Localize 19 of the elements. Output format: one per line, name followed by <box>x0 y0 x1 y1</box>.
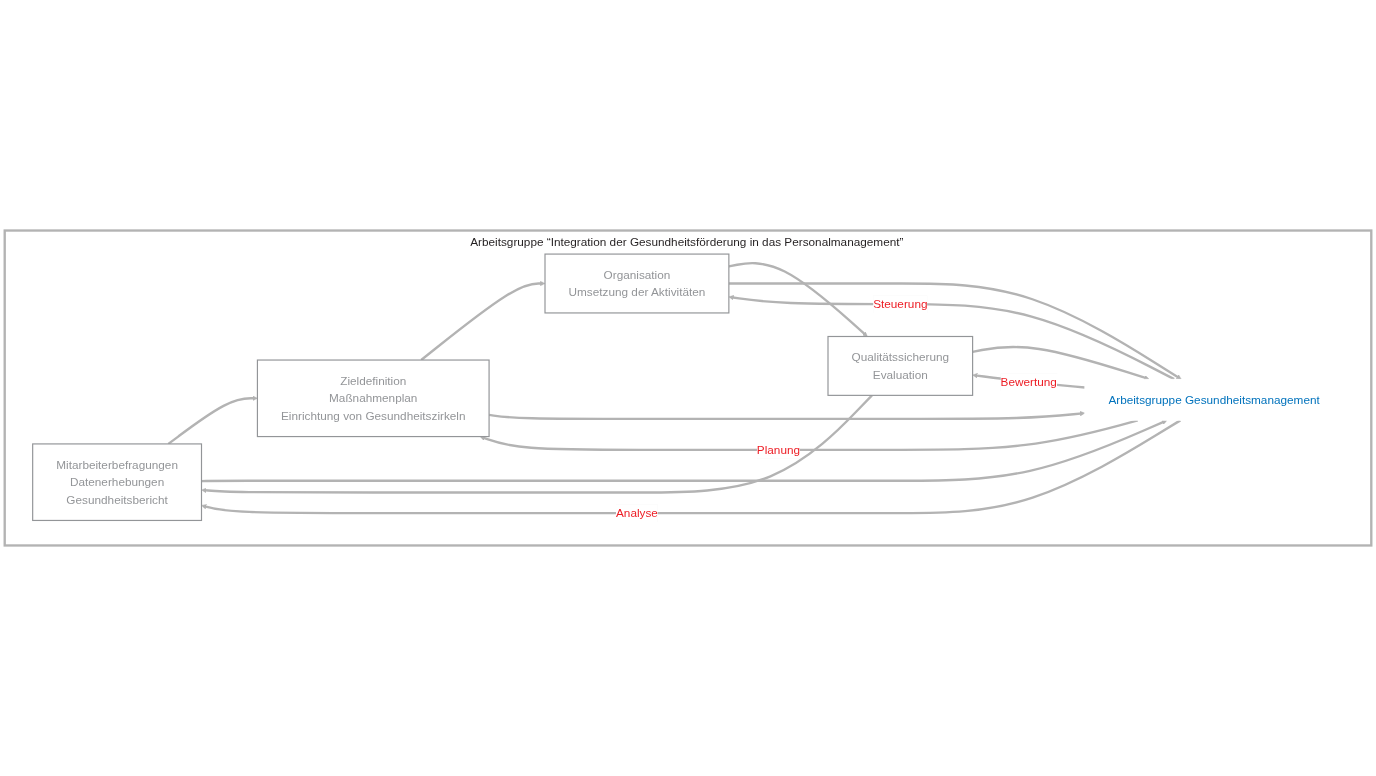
node-text: Arbeitsgruppe Gesundheitsmanagement <box>1108 393 1320 407</box>
arrow <box>479 419 1139 451</box>
edge-label: Planung <box>756 443 801 457</box>
arrow <box>167 395 258 445</box>
node-box <box>544 253 730 314</box>
edge-label: Steuerung <box>873 297 928 311</box>
arrow <box>201 419 1181 515</box>
node-box <box>256 359 490 438</box>
arrow <box>201 394 873 494</box>
arrow <box>972 345 1150 381</box>
arrow <box>201 419 1168 483</box>
arrow <box>420 280 546 361</box>
arrow <box>728 295 1175 381</box>
edge-label: Bewertung <box>1000 375 1057 389</box>
arrow <box>728 282 1182 380</box>
arrow <box>728 262 868 337</box>
node-box <box>32 443 203 522</box>
node-box <box>827 335 974 396</box>
edge-label: Analyse <box>615 506 658 520</box>
